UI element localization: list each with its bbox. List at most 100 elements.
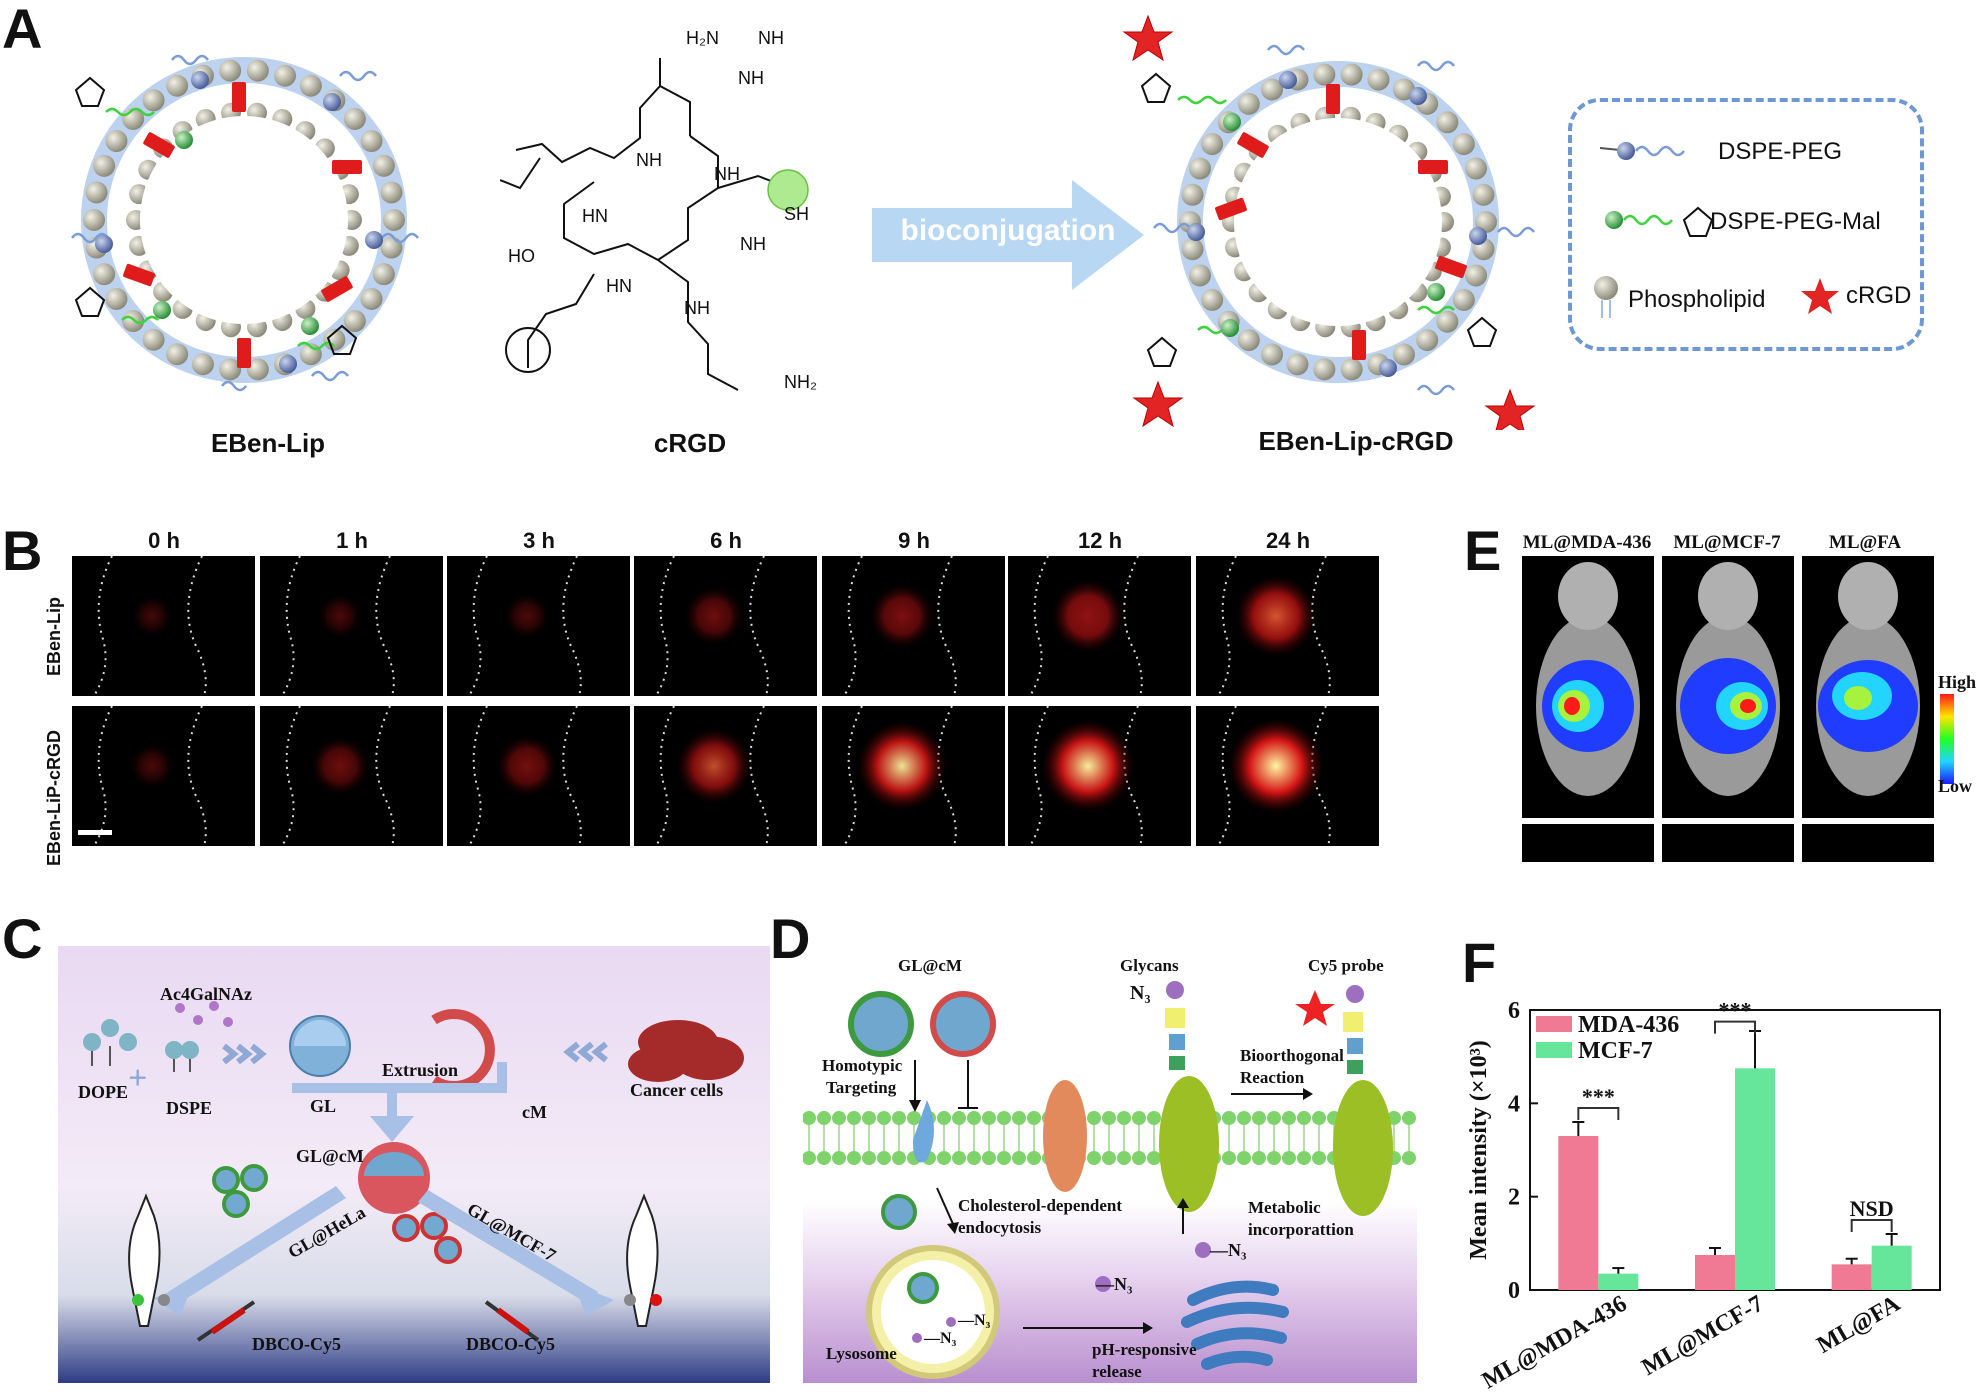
phospholipid-ball bbox=[1181, 238, 1204, 261]
bar-MDA-436-0 bbox=[1558, 1136, 1599, 1290]
c-cm: cM bbox=[522, 1102, 547, 1122]
phospholipid-ball bbox=[274, 64, 297, 87]
phospholipid-ball bbox=[360, 130, 383, 153]
phospholipid-ball bbox=[83, 209, 105, 231]
x-tick-label-1: ML@MCF-7 bbox=[1638, 1291, 1768, 1381]
bar-MCF-7-1 bbox=[1735, 1068, 1775, 1290]
bioconjugation-label: bioconjugation bbox=[900, 214, 1116, 247]
y-tick-label: 0 bbox=[1508, 1278, 1520, 1304]
phospholipid-ball bbox=[1465, 157, 1488, 180]
c-dspe: DSPE bbox=[166, 1098, 213, 1118]
phospholipid-ball bbox=[1261, 343, 1284, 366]
bar-MCF-7-0 bbox=[1598, 1273, 1639, 1290]
phospholipid-ball bbox=[383, 209, 405, 231]
d-n3-d: —N₃ bbox=[924, 1330, 957, 1347]
d-homotypic: Homotypic bbox=[822, 1056, 903, 1075]
row-label-eben-lip-crgd: EBen-LiP-cRGD bbox=[44, 729, 64, 866]
phospholipid-ball bbox=[219, 358, 242, 381]
micrograph-r0-c4 bbox=[822, 556, 1005, 696]
legend-phospholipid: Phospholipid bbox=[1628, 286, 1766, 313]
phospholipid-ball bbox=[1188, 157, 1211, 180]
sig-label-2: NSD bbox=[1850, 1196, 1894, 1221]
micrograph-r0-c2 bbox=[447, 556, 630, 696]
crgd-chemical-structure bbox=[500, 58, 809, 391]
phospholipid-ball bbox=[105, 130, 128, 153]
phospholipid-ball bbox=[299, 74, 322, 97]
d-ph1: pH-responsive bbox=[1092, 1340, 1197, 1359]
c-gl-cm: GL@cM bbox=[296, 1146, 364, 1166]
struct-sh: SH bbox=[784, 204, 810, 224]
c-ac4galnaz: Ac4GalNAz bbox=[160, 984, 252, 1004]
organ-image-mda bbox=[1522, 824, 1654, 862]
sig-label-0: *** bbox=[1582, 1084, 1615, 1109]
phospholipid-ball bbox=[1452, 133, 1475, 156]
phospholipid-ball bbox=[166, 343, 189, 366]
legend-dspe-peg-mal-icon bbox=[1605, 206, 1714, 237]
panel-letter-e: E bbox=[1464, 519, 1502, 582]
micrograph-r1-c6 bbox=[1196, 706, 1379, 846]
sig-label-1: *** bbox=[1719, 998, 1752, 1023]
time-label-1: 1 h bbox=[336, 528, 368, 553]
intensity-scale-bar bbox=[1940, 694, 1954, 784]
mouse-image-fa bbox=[1802, 556, 1934, 818]
micrograph-r0-c5 bbox=[1008, 556, 1191, 696]
micrograph-r1-c4 bbox=[822, 706, 1005, 846]
phospholipid-ball bbox=[246, 59, 269, 82]
phospholipid-ball bbox=[93, 263, 116, 286]
legend-crgd: cRGD bbox=[1846, 282, 1912, 309]
c-dbco-right: DBCO-Cy5 bbox=[466, 1334, 555, 1354]
row-label-eben-lip: EBen-Lip bbox=[44, 597, 64, 676]
micrograph-r0-c0 bbox=[72, 556, 255, 696]
legend-swatch-0 bbox=[1536, 1016, 1572, 1032]
time-label-2: 3 h bbox=[523, 528, 555, 553]
c-dope: DOPE bbox=[78, 1082, 129, 1102]
panel-letter-d: D bbox=[770, 907, 811, 970]
bar-MDA-436-1 bbox=[1695, 1255, 1735, 1290]
struct-nh-3: NH bbox=[740, 234, 766, 254]
c-gl: GL bbox=[310, 1096, 337, 1116]
phospholipid-ball bbox=[191, 353, 214, 376]
y-axis-label: Mean intensity (×10³) bbox=[1466, 1040, 1492, 1260]
phospholipid-ball bbox=[1465, 264, 1488, 287]
phospholipid-ball bbox=[1416, 329, 1439, 352]
scale-high-label: High bbox=[1938, 672, 1977, 692]
struct-nh2-end: NH₂ bbox=[784, 372, 817, 392]
d-chol1: Cholesterol-dependent bbox=[958, 1196, 1123, 1215]
c-dbco-left: DBCO-Cy5 bbox=[252, 1334, 341, 1354]
x-tick-label-0: ML@MDA-436 bbox=[1478, 1291, 1632, 1390]
panel-letter-f: F bbox=[1462, 931, 1497, 994]
micrograph-r0-c6 bbox=[1196, 556, 1379, 696]
struct-h2n: H₂N bbox=[686, 28, 719, 48]
time-label-4: 9 h bbox=[898, 528, 930, 553]
d-glycans: Glycans bbox=[1120, 956, 1179, 975]
d-cy5-probe: Cy5 probe bbox=[1308, 956, 1384, 975]
liposome-left-illustration bbox=[71, 54, 419, 392]
phospholipid-ball bbox=[246, 358, 269, 381]
phospholipid-ball bbox=[142, 89, 165, 112]
struct-nh-guan: NH bbox=[738, 68, 764, 88]
legend-label-0: MDA-436 bbox=[1578, 1012, 1679, 1038]
organ-image-fa bbox=[1802, 824, 1934, 862]
y-tick-label: 2 bbox=[1508, 1185, 1520, 1211]
mouse-label-mcf7: ML@MCF-7 bbox=[1673, 532, 1781, 553]
phospholipid-ball bbox=[360, 287, 383, 310]
micrograph-r0-c3 bbox=[634, 556, 817, 696]
phospholipid-ball bbox=[343, 310, 366, 333]
phospholipid-ball bbox=[85, 181, 108, 204]
phospholipid-ball bbox=[1340, 63, 1363, 86]
mouse-image-mda bbox=[1522, 556, 1654, 818]
phospholipid-ball bbox=[1188, 264, 1211, 287]
phospholipid-ball bbox=[1340, 358, 1363, 381]
scale-bar bbox=[78, 830, 112, 835]
phospholipid-ball bbox=[1201, 133, 1224, 156]
phospholipid-ball bbox=[1237, 329, 1260, 352]
c-plus: + bbox=[128, 1060, 148, 1097]
bioconjugation-arrow bbox=[872, 180, 1144, 290]
d-metabolic2: incorporattion bbox=[1248, 1220, 1354, 1239]
x-tick-label-2: ML@FA bbox=[1813, 1290, 1906, 1358]
phospholipid-ball bbox=[1367, 68, 1390, 91]
phospholipid-ball bbox=[1392, 343, 1415, 366]
phospholipid-ball bbox=[1313, 63, 1336, 86]
d-n3-c: —N₃ bbox=[958, 1312, 991, 1329]
legend-label-1: MCF-7 bbox=[1578, 1038, 1653, 1064]
